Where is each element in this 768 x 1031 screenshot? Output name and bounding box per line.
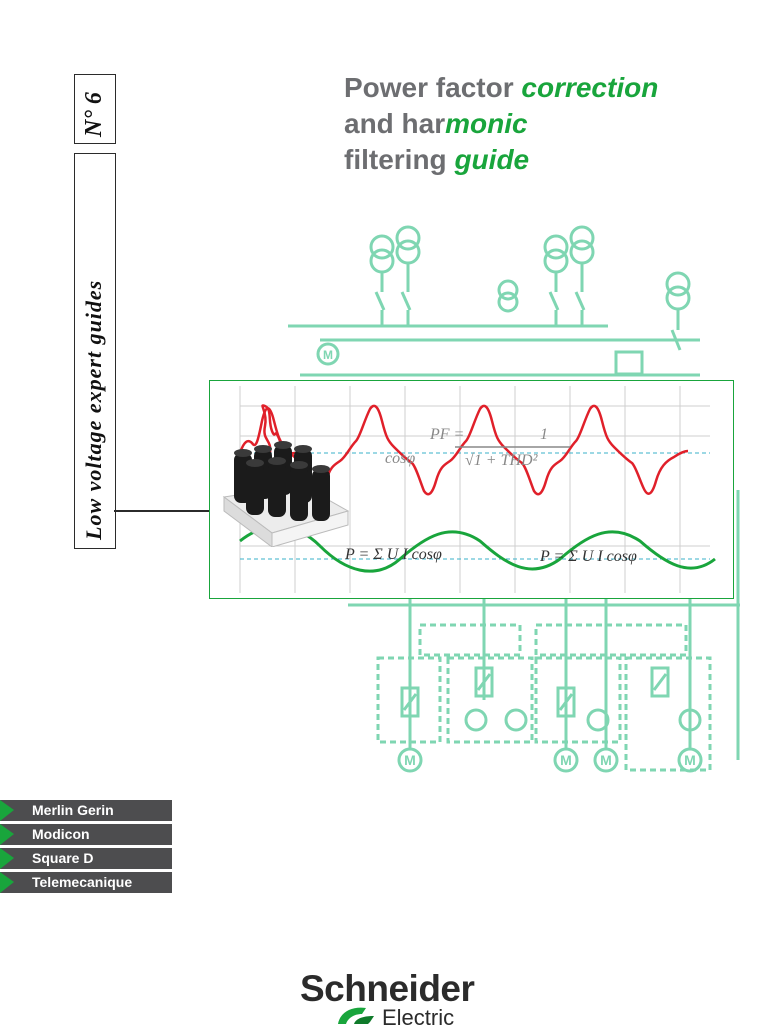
svg-text:P = Σ U I cosφ: P = Σ U I cosφ: [539, 548, 637, 565]
connector-line: [114, 510, 210, 512]
title-accent: correction: [521, 72, 659, 103]
title-accent: monic: [445, 108, 528, 139]
brand-triangle-icon: [0, 872, 14, 893]
brand-label: Square D: [32, 850, 94, 866]
brand-bar-telemecanique: Telemecanique: [0, 872, 172, 893]
collection-box: Low voltage expert guides: [74, 153, 116, 549]
collection-title: Low voltage expert guides: [81, 279, 106, 540]
motor-label: M: [404, 752, 416, 768]
capacitor-product-image: [222, 441, 350, 547]
motor-label: M: [684, 752, 696, 768]
brand-bar-merlin-gerin: Merlin Gerin: [0, 800, 172, 821]
page-title: Power factor correction and harmonic fil…: [344, 70, 658, 178]
brand-label: Modicon: [32, 826, 90, 842]
motor-label: M: [323, 348, 333, 362]
motor-label: M: [600, 752, 612, 768]
waveform-figure: PF = 1 cosφ √1 + THD² P = Σ U I cosφ P =…: [198, 380, 734, 599]
title-text: and har: [344, 108, 446, 139]
series-number-box: N° 6: [74, 74, 116, 144]
series-number: N° 6: [81, 92, 107, 137]
waveform-graph: PF = 1 cosφ √1 + THD² P = Σ U I cosφ P =…: [198, 386, 716, 593]
title-text: Power factor: [344, 72, 522, 103]
title-text: filtering: [344, 144, 455, 175]
brand-label: Merlin Gerin: [32, 802, 114, 818]
company-logo-name: Schneider: [300, 968, 475, 1009]
brand-label: Telemecanique: [32, 874, 133, 890]
brand-bar-square-d: Square D: [0, 848, 172, 869]
fundamental-wave: [239, 525, 716, 573]
company-logo-sub: Electric: [382, 1005, 455, 1030]
brand-bar-modicon: Modicon: [0, 824, 172, 845]
motor-label: M: [560, 752, 572, 768]
svg-text:P = Σ U I cosφ: P = Σ U I cosφ: [344, 546, 442, 563]
svg-text:PF =: PF =: [429, 426, 464, 443]
brand-triangle-icon: [0, 848, 14, 869]
svg-text:cosφ: cosφ: [385, 450, 415, 467]
title-accent: guide: [454, 144, 530, 175]
svg-text:√1 + THD²: √1 + THD²: [465, 452, 539, 469]
brand-triangle-icon: [0, 824, 14, 845]
schneider-globe-icon: [338, 1007, 374, 1024]
svg-text:1: 1: [540, 426, 548, 443]
brand-triangle-icon: [0, 800, 14, 821]
